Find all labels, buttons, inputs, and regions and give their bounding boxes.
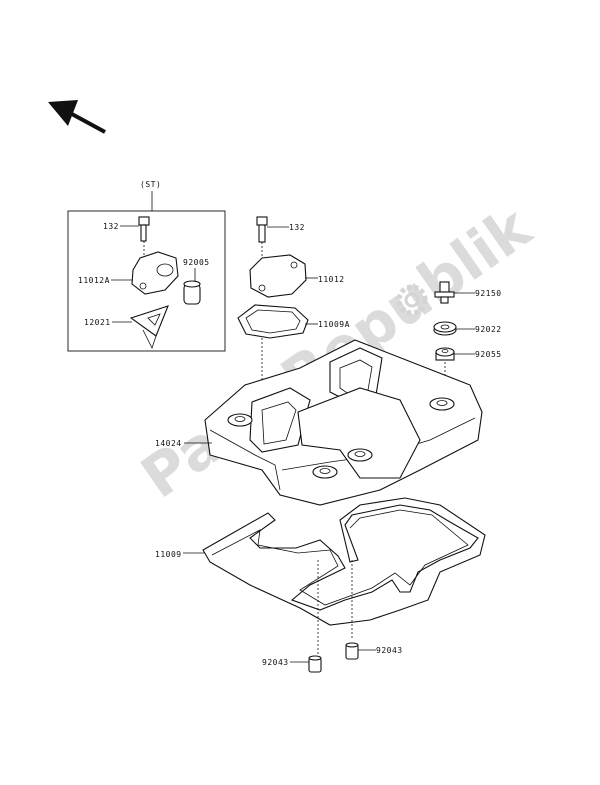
bolt-132 — [256, 216, 268, 243]
bolt-92150 — [434, 281, 455, 304]
label-st: (ST) — [140, 180, 161, 189]
label-92043-b: 92043 — [376, 646, 403, 655]
label-92043-a: 92043 — [262, 658, 289, 667]
gasket-11009A — [237, 304, 309, 339]
grommet-92055 — [435, 347, 455, 361]
cover-11012A — [131, 251, 179, 295]
label-132-a: 132 — [103, 222, 119, 231]
label-11012: 11012 — [318, 275, 345, 284]
label-92022: 92022 — [475, 325, 502, 334]
plug-92005 — [183, 280, 201, 305]
gasket-11009 — [202, 497, 486, 626]
label-11009: 11009 — [155, 550, 182, 559]
dowel-92043-right — [345, 642, 359, 660]
arrow-up-left-icon — [48, 100, 106, 134]
label-92005: 92005 — [183, 258, 210, 267]
label-92055: 92055 — [475, 350, 502, 359]
st-kit-box — [67, 210, 226, 352]
label-12021: 12021 — [84, 318, 111, 327]
cap-12021 — [129, 305, 169, 350]
gear-icon — [396, 284, 428, 316]
dowel-92043-left — [308, 655, 322, 673]
label-92150: 92150 — [475, 289, 502, 298]
cover-11012 — [249, 254, 307, 298]
bolt-132-small — [138, 216, 150, 242]
label-11012A: 11012A — [78, 276, 110, 285]
label-11009A: 11009A — [318, 320, 350, 329]
cylinder-head-cover-14024 — [204, 339, 483, 506]
label-132-b: 132 — [289, 223, 305, 232]
washer-92022 — [433, 321, 457, 336]
label-14024: 14024 — [155, 439, 182, 448]
